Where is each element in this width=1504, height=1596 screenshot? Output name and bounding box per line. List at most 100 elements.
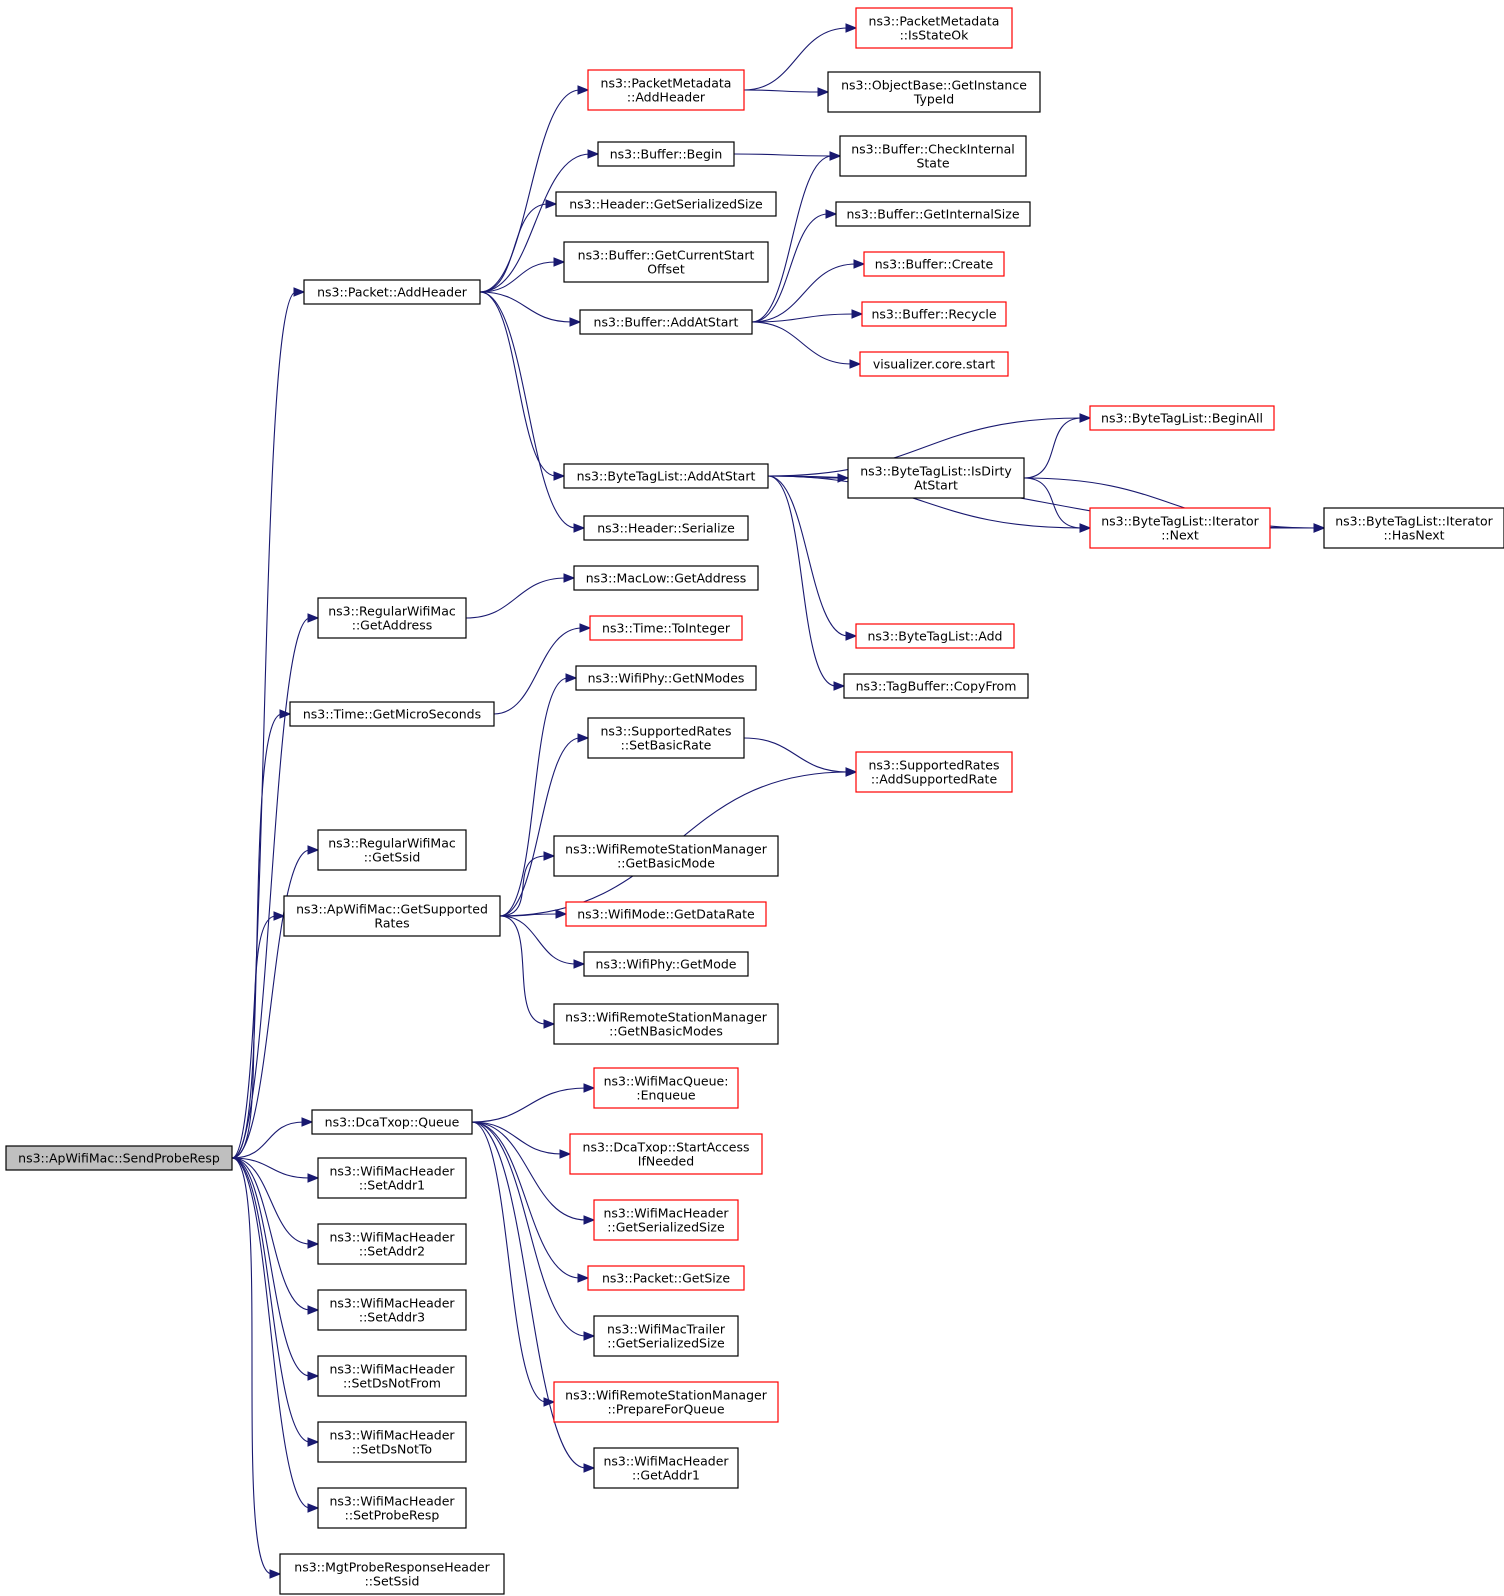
node-wh-sersize[interactable]: ns3::WifiMacHeader::GetSerializedSize [593, 1199, 739, 1241]
node-phy-mode[interactable]: ns3::WifiPhy::GetMode [583, 951, 749, 977]
edge-ap_rates-to-phy_mode [499, 915, 586, 969]
node-label: ::GetAddr1 [632, 1468, 700, 1483]
edge-btl_addstart-to-btl_add [767, 475, 858, 641]
node-dca-q[interactable]: ns3::DcaTxop::Queue [311, 1109, 473, 1135]
node-hdr-ser[interactable]: ns3::Header::Serialize [583, 515, 749, 541]
node-wm-datarate[interactable]: ns3::WifiMode::GetDataRate [565, 901, 767, 927]
edge-ap_rates-to-wrsm_nbasic [499, 915, 556, 1029]
node-viz-start[interactable]: visualizer.core.start [859, 351, 1009, 377]
node-t-micro[interactable]: ns3::Time::GetMicroSeconds [289, 701, 495, 727]
node-label: :Enqueue [636, 1088, 696, 1103]
node-pm-add[interactable]: ns3::PacketMetadata::AddHeader [587, 69, 745, 111]
edge-pm_add-to-pm_isok [743, 23, 858, 91]
edge-ap_rates-to-wm_datarate [499, 909, 568, 919]
node-label: ns3::ByteTagList::Iterator [1101, 514, 1259, 529]
edge-pkt_add-to-pm_add [479, 85, 590, 293]
node-buf-intsize[interactable]: ns3::Buffer::GetInternalSize [835, 201, 1031, 227]
node-wrsm-nbasic[interactable]: ns3::WifiRemoteStationManager::GetNBasic… [553, 1003, 779, 1045]
node-sr-add[interactable]: ns3::SupportedRates::AddSupportedRate [855, 751, 1013, 793]
node-label: ns3::RegularWifiMac [328, 604, 456, 619]
node-pkt-size[interactable]: ns3::Packet::GetSize [587, 1265, 745, 1291]
node-label: ns3::TagBuffer::CopyFrom [856, 679, 1017, 694]
node-wh-dsto[interactable]: ns3::WifiMacHeader::SetDsNotTo [317, 1421, 467, 1463]
node-label: ns3::Buffer::GetCurrentStart [578, 248, 755, 263]
node-pkt-add[interactable]: ns3::Packet::AddHeader [303, 279, 481, 305]
node-label: ::SetDsNotFrom [343, 1376, 441, 1391]
node-btl-hasnext[interactable]: ns3::ByteTagList::Iterator::HasNext [1323, 507, 1504, 549]
node-label: ::SetProbeResp [345, 1508, 440, 1523]
node-label: ns3::WifiMacQueue: [604, 1074, 729, 1089]
node-pm-isok[interactable]: ns3::PacketMetadata::IsStateOk [855, 7, 1013, 49]
node-sr-basic[interactable]: ns3::SupportedRates::SetBasicRate [587, 717, 745, 759]
node-hdr-size[interactable]: ns3::Header::GetSerializedSize [555, 191, 777, 217]
node-wmq-enq[interactable]: ns3::WifiMacQueue::Enqueue [593, 1067, 739, 1109]
node-buf-create[interactable]: ns3::Buffer::Create [863, 251, 1005, 277]
edge-sr_basic-to-sr_add [743, 737, 858, 777]
node-btl-beginall[interactable]: ns3::ByteTagList::BeginAll [1089, 405, 1275, 431]
node-wh-dsfrom[interactable]: ns3::WifiMacHeader::SetDsNotFrom [317, 1355, 467, 1397]
node-label: ns3::SupportedRates [600, 724, 731, 739]
node-label: ns3::ByteTagList::BeginAll [1101, 411, 1263, 426]
edge-btl_addstart-to-tb_copy [767, 475, 846, 691]
node-wh-a2[interactable]: ns3::WifiMacHeader::SetAddr2 [317, 1223, 467, 1265]
node-wh-probe[interactable]: ns3::WifiMacHeader::SetProbeResp [317, 1487, 467, 1529]
node-wh-getaddr1[interactable]: ns3::WifiMacHeader::GetAddr1 [593, 1447, 739, 1489]
node-wh-a3[interactable]: ns3::WifiMacHeader::SetAddr3 [317, 1289, 467, 1331]
edge-dca_q-to-dca_start [471, 1121, 572, 1159]
edge-root-to-wh_dsfrom [231, 1157, 320, 1381]
node-label: IfNeeded [638, 1154, 694, 1169]
node-label: ::HasNext [1383, 528, 1444, 543]
node-phy-nmodes[interactable]: ns3::WifiPhy::GetNModes [575, 665, 757, 691]
node-label: ::SetSsid [365, 1574, 420, 1589]
node-label: ns3::Header::Serialize [597, 521, 735, 536]
edge-btl_isdirty-to-btl_next [1023, 477, 1092, 533]
node-t-toint[interactable]: ns3::Time::ToInteger [589, 615, 743, 641]
node-label: ::GetNBasicModes [609, 1024, 723, 1039]
node-buf-begin[interactable]: ns3::Buffer::Begin [597, 141, 735, 167]
edge-root-to-rw_addr [231, 613, 320, 1159]
node-tb-copy[interactable]: ns3::TagBuffer::CopyFrom [843, 673, 1029, 699]
node-label: ns3::WifiMacTrailer [607, 1322, 726, 1337]
node-label: ns3::DcaTxop::StartAccess [583, 1140, 750, 1155]
node-label: ns3::WifiMacHeader [329, 1494, 455, 1509]
node-buf-addstart[interactable]: ns3::Buffer::AddAtStart [579, 309, 753, 335]
node-label: ns3::ByteTagList::IsDirty [860, 464, 1012, 479]
edge-pkt_add-to-hdr_size [479, 199, 558, 293]
node-label: ns3::WifiRemoteStationManager [565, 842, 768, 857]
node-root[interactable]: ns3::ApWifiMac::SendProbeResp [5, 1145, 233, 1171]
node-btl-addstart[interactable]: ns3::ByteTagList::AddAtStart [563, 463, 769, 489]
node-wh-a1[interactable]: ns3::WifiMacHeader::SetAddr1 [317, 1157, 467, 1199]
edge-root-to-dca_q [231, 1117, 314, 1159]
node-label: ::SetAddr2 [359, 1244, 425, 1259]
node-label: Rates [374, 916, 409, 931]
edge-root-to-rw_ssid [231, 845, 320, 1159]
node-label: ns3::PacketMetadata [601, 76, 732, 91]
node-ml-addr[interactable]: ns3::MacLow::GetAddress [573, 565, 759, 591]
edge-buf_addstart-to-buf_recycle [751, 309, 864, 323]
node-wrsm-basicmode[interactable]: ns3::WifiRemoteStationManager::GetBasicM… [553, 835, 779, 877]
node-wt-sersize[interactable]: ns3::WifiMacTrailer::GetSerializedSize [593, 1315, 739, 1357]
edge-dca_q-to-wt_sersize [471, 1121, 596, 1341]
edge-btl_addstart-to-btl_isdirty [767, 473, 850, 483]
node-label: ns3::WifiRemoteStationManager [565, 1388, 768, 1403]
node-label: ::GetAddress [352, 618, 432, 633]
node-btl-next[interactable]: ns3::ByteTagList::Iterator::Next [1089, 507, 1271, 549]
edge-root-to-wh_a2 [231, 1157, 320, 1249]
node-btl-add[interactable]: ns3::ByteTagList::Add [855, 623, 1015, 649]
edge-pkt_add-to-hdr_ser [479, 291, 586, 533]
node-mgt-ssid[interactable]: ns3::MgtProbeResponseHeader::SetSsid [279, 1553, 505, 1595]
edge-pkt_add-to-btl_addstart [479, 291, 566, 481]
edge-root-to-wh_probe [231, 1157, 320, 1513]
edge-pkt_add-to-buf_begin [479, 149, 600, 293]
node-buf-recycle[interactable]: ns3::Buffer::Recycle [861, 301, 1007, 327]
node-wrsm-prep[interactable]: ns3::WifiRemoteStationManager::PrepareFo… [553, 1381, 779, 1423]
node-rw-ssid[interactable]: ns3::RegularWifiMac::GetSsid [317, 829, 467, 871]
node-rw-addr[interactable]: ns3::RegularWifiMac::GetAddress [317, 597, 467, 639]
